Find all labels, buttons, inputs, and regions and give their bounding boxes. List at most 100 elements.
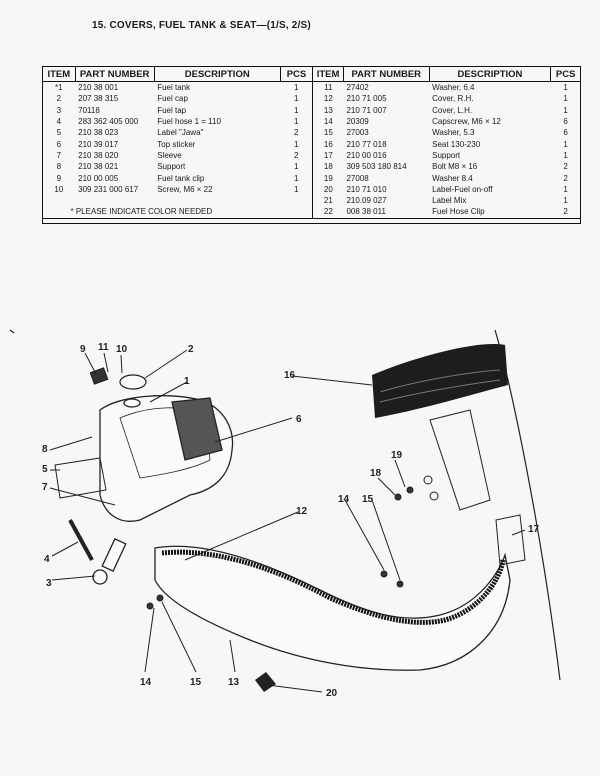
leader-lines — [49, 349, 526, 693]
callout-number: 14 — [338, 494, 350, 505]
callout-number: 9 — [80, 344, 86, 355]
table-cell-item: 15 — [323, 128, 333, 138]
table-cell-part: 210 00 005 — [78, 173, 119, 183]
table-cell-desc: Fuel tap — [157, 105, 187, 115]
col-header: PCS — [279, 66, 314, 82]
table-cell-part: 27003 — [346, 128, 369, 138]
table-cell-part: 210 77 018 — [346, 139, 387, 149]
parts-table: ITEM PART NUMBER DESCRIPTION PCS ITEM PA… — [42, 66, 581, 219]
table-cell-item: 21 — [323, 196, 333, 206]
table-cell-item: 5 — [56, 128, 62, 138]
table-cell-item: 9 — [56, 173, 62, 183]
table-row: 2 207 38 315 Fuel cap 1 12 210 71 005 Cover, R… — [43, 93, 581, 105]
table-cell-desc: Screw, M6 × 22 — [157, 184, 213, 194]
table-cell-pcs: 1 — [280, 81, 314, 94]
table-cell-pcs: 2 — [563, 162, 568, 172]
table-cell-desc: Cover, R.H. — [432, 94, 474, 104]
table-cell-part: 283 362 405 000 — [78, 117, 139, 127]
table-cell-item: 22 — [312, 206, 344, 219]
table-cell-part: 210 71 007 — [346, 105, 387, 115]
jawa-label-part — [54, 457, 107, 499]
table-cell-part: 70118 — [78, 105, 100, 115]
callout-number: 15 — [362, 494, 374, 505]
color-note: * PLEASE INDICATE COLOR NEEDED — [42, 206, 314, 219]
col-header: PCS — [550, 66, 581, 82]
callout-number: 16 — [284, 370, 296, 381]
table-cell-pcs: 2 — [280, 149, 314, 162]
table-cell-pcs: 6 — [563, 117, 568, 127]
callout-number: 2 — [188, 344, 194, 355]
table-cell-pcs: 6 — [563, 128, 568, 138]
table-cell-item: 20 — [323, 184, 333, 194]
table-cell-desc: Washer, 6.4 — [432, 83, 475, 93]
callout-number: 18 — [370, 468, 382, 479]
table-cell-pcs: 1 — [280, 104, 314, 116]
table-cell-pcs: 1 — [563, 94, 568, 104]
table-cell-desc: Sleeve — [157, 150, 182, 160]
table-cell-item: 11 — [324, 83, 333, 93]
table-cell-desc: Label Mix — [432, 196, 467, 206]
table-cell-desc: Fuel Hose Clip — [429, 206, 551, 219]
table-cell-item: 4 — [56, 117, 62, 127]
table-cell-desc: Washer 8.4 — [432, 173, 473, 183]
table-cell-item: 17 — [323, 150, 333, 160]
callout-number: 8 — [42, 444, 48, 455]
table-cell-desc: Fuel tank — [157, 83, 191, 93]
table-cell-item: 2 — [56, 94, 62, 104]
table-cell-desc: Label "Jawa" — [157, 128, 204, 138]
table-cell-item: 16 — [323, 139, 333, 149]
fuel-tap-part — [68, 519, 127, 585]
col-header: DESCRIPTION — [153, 66, 281, 82]
table-cell-item: 3 — [56, 105, 62, 115]
table-cell-part: 27008 — [346, 173, 369, 183]
table-cell-desc: Top sticker — [157, 139, 196, 149]
table-cell-pcs: 1 — [563, 150, 568, 160]
callout-number: 7 — [42, 482, 48, 493]
table-cell-part: 309 503 180 814 — [346, 162, 407, 172]
table-cell-desc: Fuel cap — [157, 94, 188, 104]
table-row: 3 70118 Fuel tap 1 13 210 71 007 Cover, L.H. 1 — [43, 104, 581, 116]
col-header: PART NUMBER — [342, 66, 430, 82]
table-cell-item: 8 — [56, 162, 62, 172]
table-cell-part: 210 71 005 — [346, 94, 387, 104]
table-header-row: ITEM PART NUMBER DESCRIPTION PCS ITEM PA… — [42, 66, 581, 82]
bolt-parts — [146, 475, 439, 610]
table-cell-desc: Cover, L.H. — [432, 105, 473, 115]
col-header: PART NUMBER — [74, 66, 155, 82]
table-cell-item: 13 — [323, 105, 333, 115]
table-cell-pcs: 2 — [550, 206, 581, 219]
seat-part — [372, 344, 508, 511]
col-header: DESCRIPTION — [428, 66, 552, 82]
col-header: ITEM — [42, 66, 76, 82]
table-cell-part: 210 00 016 — [346, 150, 387, 160]
callout-number: 10 — [116, 344, 128, 355]
col-header: ITEM — [312, 66, 344, 82]
table-cell-item: 12 — [323, 94, 333, 104]
table-cell-pcs: 1 — [563, 105, 568, 115]
table-cell-item: 19 — [323, 173, 333, 183]
table-cell-desc: Seat 130-230 — [432, 139, 481, 149]
side-cover-part — [154, 545, 511, 671]
table-cell-item: 7 — [56, 150, 62, 160]
table-cell-desc: Bolt M8 × 16 — [432, 162, 478, 172]
table-cell-part: 210 38 021 — [78, 162, 119, 172]
table-cell-pcs: 1 — [280, 138, 314, 150]
callout-number: 5 — [42, 464, 48, 475]
table-cell-part: 207 38 315 — [78, 94, 119, 104]
callout-number: 4 — [44, 554, 50, 565]
callout-number: 19 — [391, 450, 403, 461]
table-cell-item: 10 — [54, 184, 64, 194]
support-part — [495, 514, 526, 566]
table-cell-pcs: 1 — [280, 93, 314, 105]
table-cell-item: *1 — [55, 83, 63, 93]
table-cell-part: 309 231 000 617 — [78, 184, 139, 194]
table-cell-desc: Capscrew, M6 × 12 — [432, 117, 501, 127]
callout-number: 17 — [528, 524, 540, 535]
